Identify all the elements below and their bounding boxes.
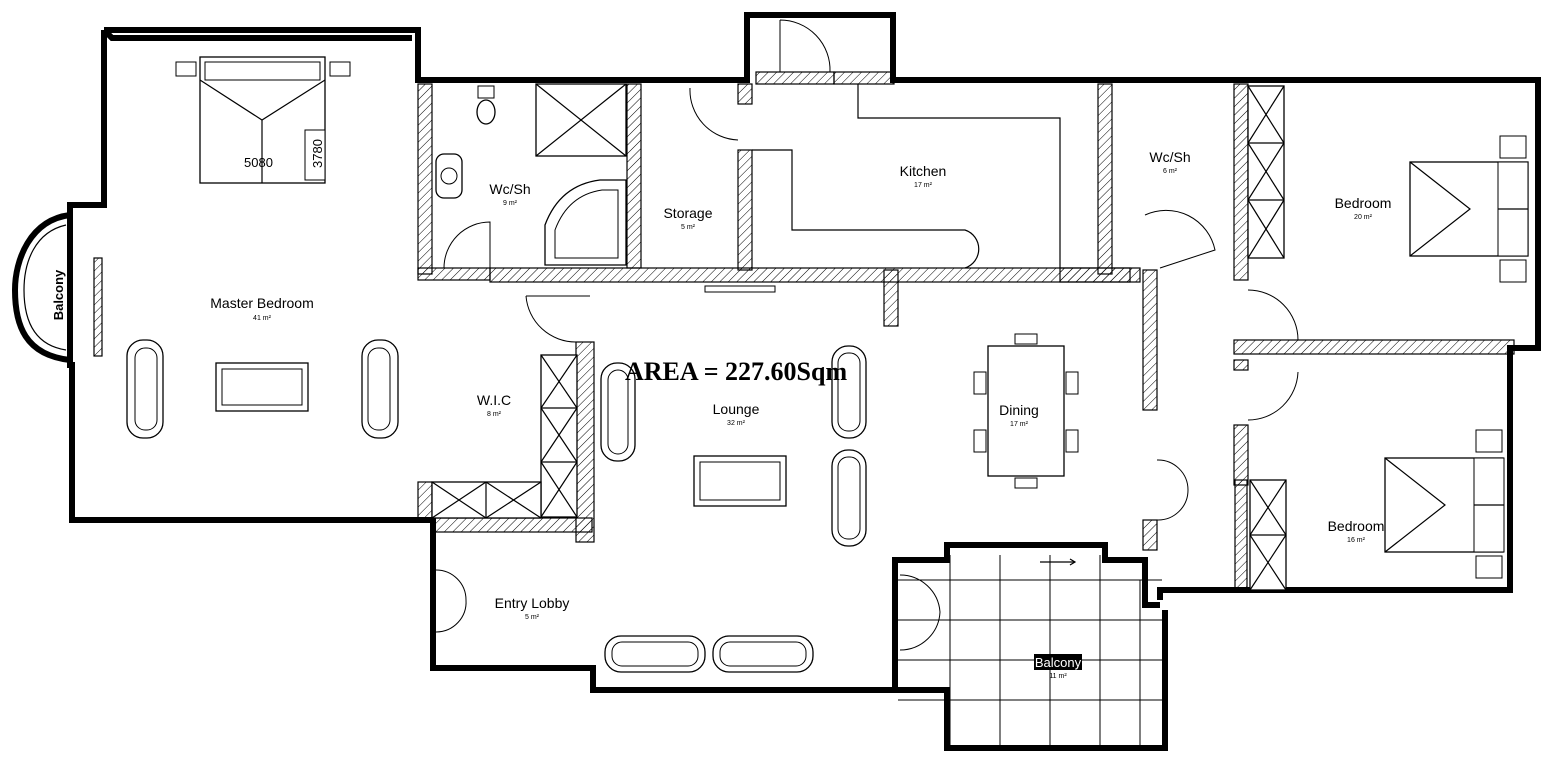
master-bed <box>175 56 351 184</box>
bed-length-dimension: 3780 <box>310 139 325 168</box>
ensuite-fixtures <box>435 83 627 266</box>
room-name-wic: W.I.C <box>477 392 511 408</box>
room-name-wc-sh-master: Wc/Sh <box>489 181 530 197</box>
doors <box>435 19 1299 651</box>
room-name-balcony-large: Balcony <box>1035 655 1082 670</box>
kitchen-counter <box>704 84 1061 293</box>
bedroom-1-bed <box>1409 135 1529 283</box>
room-area-balcony-large: 11 m² <box>1049 673 1067 680</box>
room-area-master-bedroom: 41 m² <box>253 315 272 322</box>
total-area-label: AREA = 227.60Sqm <box>625 357 847 386</box>
room-name-bedroom-2: Bedroom <box>1328 518 1385 534</box>
bed-width-dimension: 5080 <box>244 155 273 170</box>
master-sitting <box>126 339 399 439</box>
balcony-small <box>11 212 103 363</box>
balcony-large-label: Balcony 11 m² <box>1034 654 1082 680</box>
room-labels: Master Bedroom 41 m² Wc/Sh 9 m² Storage … <box>51 149 1391 680</box>
wardrobes <box>431 85 1287 591</box>
room-area-lounge: 32 m² <box>727 420 746 427</box>
room-area-dining: 17 m² <box>1010 421 1029 428</box>
room-name-wc-sh-2: Wc/Sh <box>1149 149 1190 165</box>
interior-walls <box>417 71 1515 591</box>
bedroom-2-bed <box>1384 429 1505 579</box>
balcony-small-label: Balcony 2 m² <box>51 269 75 320</box>
room-area-wic: 8 m² <box>487 411 502 418</box>
room-area-bedroom-2: 16 m² <box>1347 537 1366 544</box>
room-name-entry-lobby: Entry Lobby <box>495 595 570 611</box>
room-area-entry-lobby: 5 m² <box>525 614 540 621</box>
room-name-master-bedroom: Master Bedroom <box>210 295 313 311</box>
room-area-kitchen: 17 m² <box>914 182 933 189</box>
balcony-tiles <box>898 555 1162 745</box>
room-area-wc-sh-master: 9 m² <box>503 200 518 207</box>
room-area-balcony-small: 2 m² <box>68 287 75 302</box>
room-name-lounge: Lounge <box>713 401 760 417</box>
room-name-bedroom-1: Bedroom <box>1335 195 1392 211</box>
room-area-storage: 5 m² <box>681 224 696 231</box>
room-name-storage: Storage <box>663 205 712 221</box>
room-name-dining: Dining <box>999 402 1039 418</box>
room-area-bedroom-1: 20 m² <box>1354 214 1373 221</box>
lounge-furniture <box>600 345 867 673</box>
dining-table <box>973 333 1079 489</box>
room-name-kitchen: Kitchen <box>900 163 947 179</box>
room-name-balcony-small: Balcony <box>51 269 66 320</box>
room-area-wc-sh-2: 6 m² <box>1163 168 1178 175</box>
